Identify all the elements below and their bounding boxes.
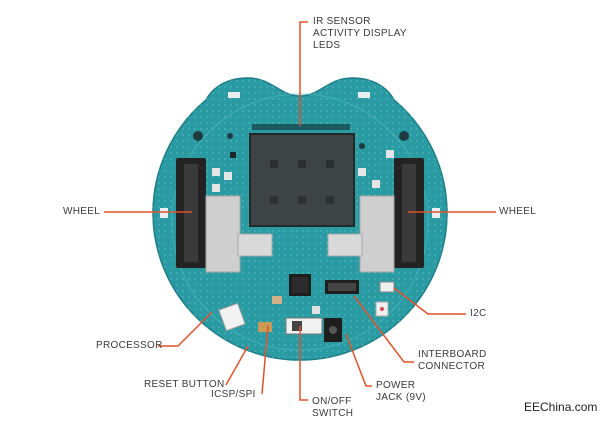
ir-sensor-line-2: ACTIVITY DISPLAY <box>313 28 407 39</box>
reset-button-part <box>218 302 246 332</box>
processor-chip <box>289 274 311 296</box>
onoff-line-2: SWITCH <box>312 408 354 419</box>
label-power-jack: POWER JACK (9V) <box>376 380 426 404</box>
i2c-connector <box>379 281 395 293</box>
icsp-header <box>258 322 272 332</box>
side-pads <box>160 208 440 218</box>
interboard-line-2: CONNECTOR <box>418 361 485 372</box>
power-line-2: JACK (9V) <box>376 392 426 403</box>
status-led <box>380 307 384 311</box>
interboard-connector <box>325 280 359 294</box>
display-module <box>249 133 355 227</box>
onoff-line-1: ON/OFF <box>312 396 352 407</box>
ir-led-strip <box>252 124 350 130</box>
small-components <box>212 150 394 192</box>
power-line-1: POWER <box>376 380 416 391</box>
label-ir-sensor: IR SENSOR ACTIVITY DISPLAY LEDS <box>313 16 407 52</box>
label-icsp: ICSP/SPI <box>211 389 256 400</box>
right-wheel <box>327 158 424 273</box>
left-wheel <box>176 158 273 273</box>
interboard-line-1: INTERBOARD <box>418 349 487 360</box>
onoff-switch-part <box>285 317 323 335</box>
small-chip <box>272 296 282 304</box>
label-wheel-left: WHEEL <box>63 206 101 217</box>
small-pad <box>312 306 320 314</box>
ir-sensor-line-3: LEDS <box>313 40 341 51</box>
label-interboard: INTERBOARD CONNECTOR <box>418 349 487 373</box>
top-pads <box>228 92 370 98</box>
mounting-holes <box>193 131 409 149</box>
label-i2c: I2C <box>470 308 487 319</box>
label-wheel-right: WHEEL <box>499 206 537 217</box>
label-onoff-switch: ON/OFF SWITCH <box>312 396 353 420</box>
leader-lines <box>104 21 496 401</box>
power-jack-part <box>324 318 342 342</box>
label-reset-button: RESET BUTTON <box>144 379 225 390</box>
watermark-text: EEChina.com <box>524 400 598 414</box>
label-processor: PROCESSOR <box>96 340 163 351</box>
ir-sensor-line-1: IR SENSOR <box>313 16 371 27</box>
